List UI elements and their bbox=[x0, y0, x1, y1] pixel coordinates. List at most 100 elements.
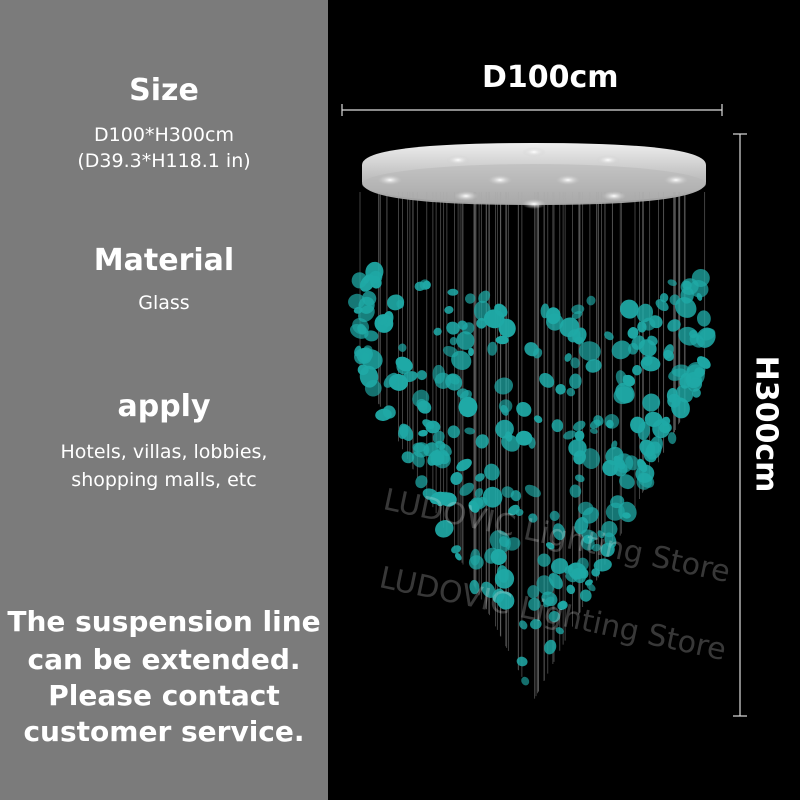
glass-piece bbox=[484, 463, 500, 481]
glass-piece bbox=[642, 393, 661, 412]
glass-piece bbox=[572, 327, 587, 344]
glass-piece bbox=[550, 558, 569, 575]
glass-piece bbox=[584, 579, 593, 586]
glass-piece bbox=[440, 492, 457, 507]
glass-piece bbox=[469, 579, 480, 595]
glass-piece bbox=[489, 530, 511, 553]
glass-piece bbox=[363, 345, 373, 354]
glass-piece bbox=[468, 555, 484, 570]
notice-line-4: customer service. bbox=[23, 715, 305, 748]
size-value-inches: (D39.3*H118.1 in) bbox=[77, 150, 251, 172]
glass-piece bbox=[622, 374, 636, 387]
glass-piece bbox=[510, 490, 522, 502]
bulb-light bbox=[664, 175, 688, 185]
glass-piece bbox=[433, 327, 442, 336]
glass-piece bbox=[569, 484, 582, 498]
height-label: H300cm bbox=[748, 355, 784, 493]
glass-piece bbox=[669, 294, 681, 306]
glass-piece bbox=[494, 303, 508, 318]
glass-piece bbox=[434, 372, 452, 389]
glass-piece bbox=[585, 359, 602, 373]
glass-piece bbox=[518, 620, 528, 630]
glass-piece bbox=[637, 472, 655, 488]
glass-piece bbox=[674, 297, 697, 318]
glass-piece bbox=[415, 475, 428, 489]
bulb-light bbox=[378, 175, 402, 185]
glass-piece bbox=[494, 568, 515, 589]
glass-piece bbox=[574, 430, 585, 441]
glass-pieces bbox=[348, 261, 716, 686]
spec-panel: Size D100*H300cm (D39.3*H118.1 in) Mater… bbox=[0, 0, 328, 800]
size-value: D100*H300cm bbox=[94, 124, 234, 146]
glass-piece bbox=[458, 396, 478, 418]
glass-piece bbox=[501, 434, 520, 452]
glass-piece bbox=[589, 428, 598, 434]
glass-piece bbox=[427, 449, 442, 466]
chandelier-image bbox=[341, 104, 747, 717]
glass-piece bbox=[589, 419, 601, 429]
glass-piece bbox=[571, 304, 585, 315]
glass-piece bbox=[398, 423, 414, 441]
glass-piece bbox=[597, 530, 605, 539]
glass-piece bbox=[495, 335, 509, 345]
glass-piece bbox=[454, 552, 462, 561]
glass-piece bbox=[475, 473, 485, 482]
glass-piece bbox=[414, 281, 426, 292]
bulb-light bbox=[602, 191, 626, 201]
glass-piece bbox=[363, 274, 370, 284]
glass-piece bbox=[456, 458, 472, 472]
glass-piece bbox=[516, 656, 528, 667]
glass-piece bbox=[540, 303, 550, 319]
glass-piece bbox=[581, 448, 601, 470]
glass-piece bbox=[516, 402, 532, 417]
glass-piece bbox=[412, 442, 426, 453]
glass-piece bbox=[548, 610, 560, 623]
glass-piece bbox=[435, 520, 454, 538]
bulb-light bbox=[454, 191, 478, 201]
glass-piece bbox=[659, 293, 669, 303]
glass-piece bbox=[474, 488, 484, 498]
glass-piece bbox=[528, 597, 541, 611]
glass-piece bbox=[451, 545, 462, 554]
glass-piece bbox=[536, 575, 555, 595]
notice-line-3: Please contact bbox=[48, 679, 280, 712]
glass-piece bbox=[459, 390, 472, 402]
glass-piece bbox=[482, 486, 503, 508]
size-heading: Size bbox=[129, 73, 199, 108]
glass-piece bbox=[450, 472, 463, 485]
glass-piece bbox=[402, 371, 418, 383]
bulb-light bbox=[556, 175, 580, 185]
glass-piece bbox=[475, 434, 489, 449]
glass-piece bbox=[639, 439, 656, 457]
glass-piece bbox=[601, 521, 618, 538]
glass-piece bbox=[627, 342, 639, 355]
glass-piece bbox=[543, 596, 555, 608]
glass-piece bbox=[369, 270, 383, 284]
glass-piece bbox=[644, 411, 663, 428]
glass-piece bbox=[642, 355, 653, 366]
material-heading: Material bbox=[93, 243, 235, 278]
glass-piece bbox=[528, 513, 538, 523]
glass-piece bbox=[432, 430, 445, 444]
glass-piece bbox=[417, 400, 432, 414]
glass-piece bbox=[528, 437, 536, 449]
glass-piece bbox=[539, 373, 555, 388]
glass-piece bbox=[473, 300, 491, 321]
glass-piece bbox=[667, 279, 677, 287]
glass-piece bbox=[533, 415, 543, 424]
glass-piece bbox=[544, 639, 557, 655]
glass-piece bbox=[478, 290, 491, 304]
glass-piece bbox=[530, 619, 542, 630]
glass-piece bbox=[572, 420, 586, 431]
apply-value-line-1: Hotels, villas, lobbies, bbox=[60, 441, 268, 463]
glass-piece bbox=[569, 569, 581, 580]
glass-piece bbox=[604, 414, 620, 429]
glass-piece bbox=[574, 474, 585, 483]
glass-piece bbox=[593, 558, 612, 572]
glass-piece bbox=[577, 557, 589, 571]
glass-piece bbox=[469, 497, 488, 511]
glass-piece bbox=[604, 532, 617, 549]
glass-piece bbox=[552, 523, 566, 541]
apply-value-line-2: shopping malls, etc bbox=[71, 469, 257, 491]
glass-piece bbox=[577, 501, 594, 516]
